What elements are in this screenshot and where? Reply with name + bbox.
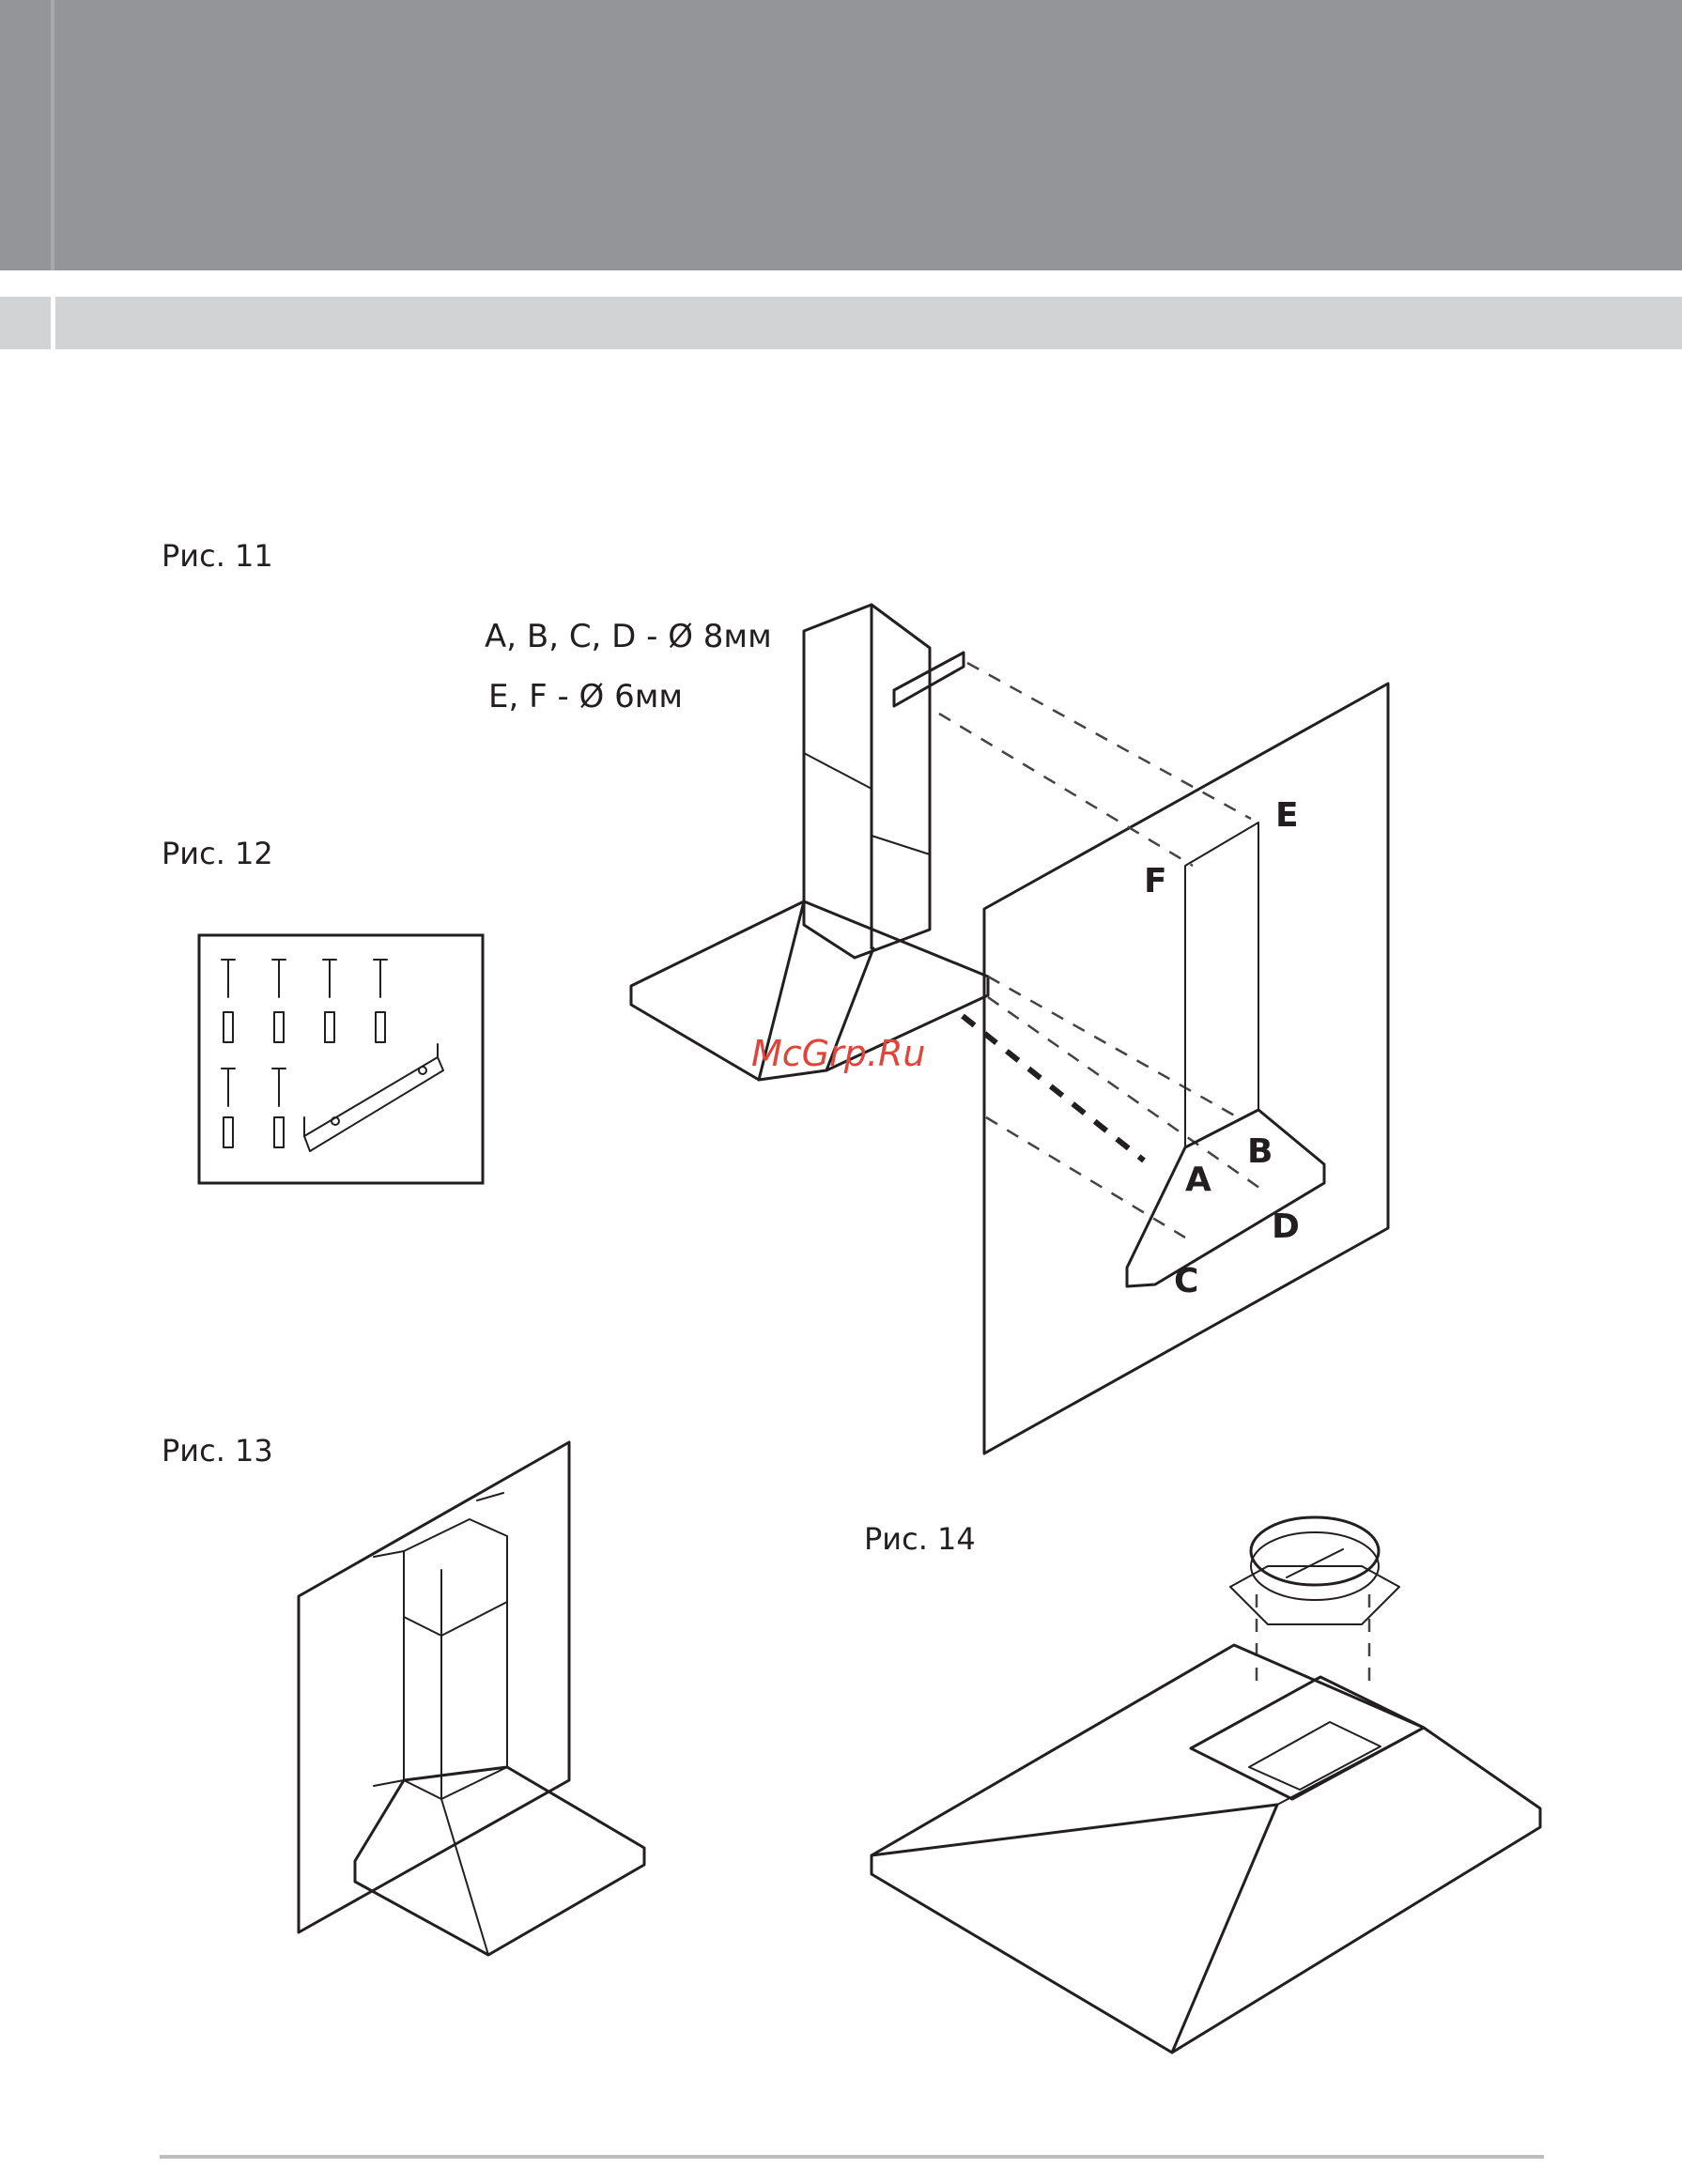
footer-rule bbox=[160, 2155, 1544, 2159]
watermark: McGrp.Ru bbox=[751, 1033, 925, 1074]
